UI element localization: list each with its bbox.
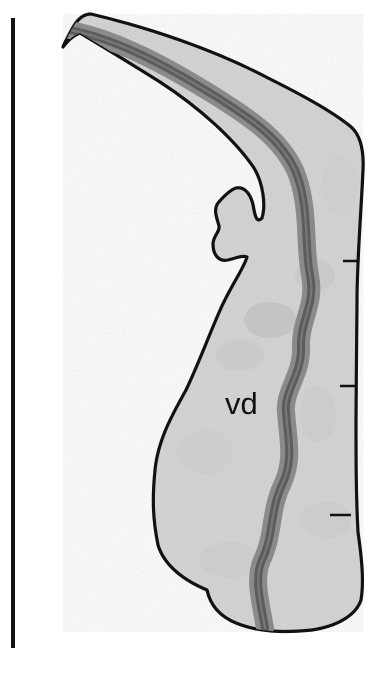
organ-section [63,14,363,632]
vd-label: vd [225,386,258,421]
